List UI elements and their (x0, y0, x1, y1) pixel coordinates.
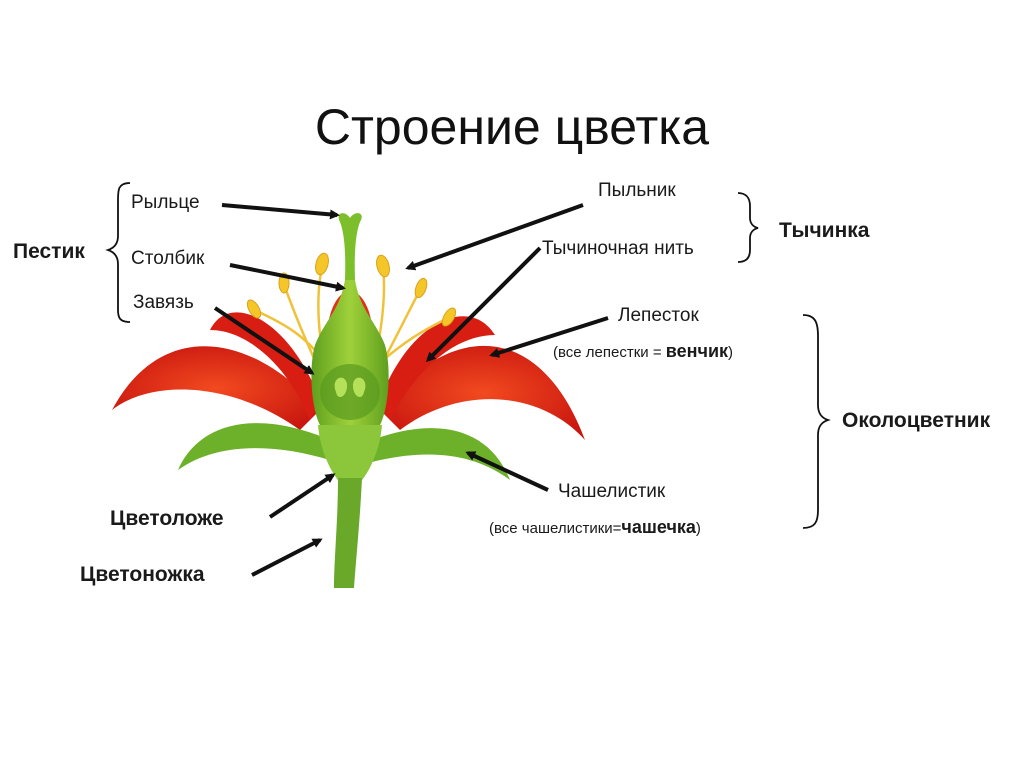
ovary-arrow (213, 306, 315, 375)
receptacle-arrow (268, 473, 336, 519)
stigma-arrow (221, 203, 340, 220)
label-pistil: Пестик (13, 240, 85, 263)
label-peduncle: Цветоножка (80, 563, 205, 586)
label-stigma: Рыльце (131, 192, 200, 213)
sepals (178, 423, 510, 480)
label-sepal: Чашелистик (558, 481, 666, 502)
petals (112, 290, 585, 440)
label-filament: Тычиночная нить (542, 238, 694, 259)
label-stamen: Тычинка (779, 219, 870, 242)
style-arrow (229, 263, 346, 292)
label-sepal-note: (все чашелистики=чашечка) (489, 517, 701, 537)
pistil-bracket (105, 182, 131, 323)
petal-arrow (489, 316, 609, 358)
label-calyx: чашечка (621, 517, 696, 537)
stamen-bracket (737, 192, 759, 263)
label-perianth: Околоцветник (842, 409, 991, 432)
label-ovary: Завязь (133, 292, 194, 313)
label-petal-note: (все лепестки = венчик) (553, 341, 734, 361)
sepal-arrow (465, 451, 549, 492)
label-anther: Пыльник (598, 180, 676, 201)
arrows (213, 203, 609, 577)
label-petal: Лепесток (618, 305, 699, 326)
anther-arrow (405, 203, 584, 271)
label-corolla: венчик (665, 341, 729, 361)
page-title: Строение цветка (314, 99, 710, 155)
stem (318, 425, 382, 588)
pistil (311, 213, 389, 425)
peduncle-arrow (251, 538, 323, 577)
filament-arrow (425, 246, 542, 363)
brackets (105, 182, 831, 529)
label-style: Столбик (131, 248, 205, 269)
perianth-bracket (802, 314, 831, 529)
label-receptacle: Цветоложе (110, 507, 224, 530)
anthers (246, 252, 457, 327)
